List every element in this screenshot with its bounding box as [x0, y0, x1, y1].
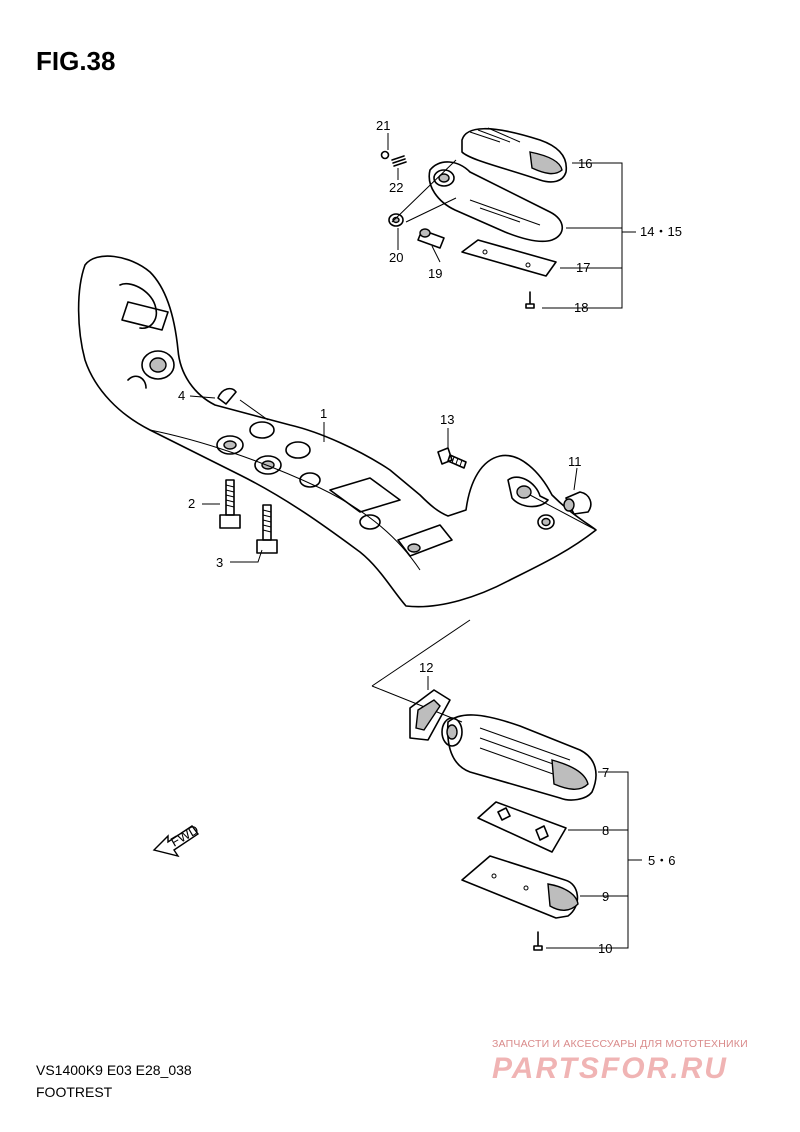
damper-plate-12 [409, 689, 451, 741]
front-footrest-rubber-9 [461, 855, 579, 919]
callout-17: 17 [576, 260, 590, 275]
callout-3: 3 [216, 555, 223, 570]
front-footrest-peg [441, 714, 597, 801]
callout-13: 13 [440, 412, 454, 427]
bracket-14-15 [542, 162, 636, 309]
front-footrest-plate-8 [477, 801, 567, 853]
callout-8: 8 [602, 823, 609, 838]
cotter-pin [217, 387, 237, 405]
callout-5-6: 5・6 [648, 853, 675, 868]
front-footrest-screw-10 [533, 931, 543, 951]
callout-14-15: 14・15 [640, 224, 682, 239]
callout-10: 10 [598, 941, 612, 956]
bolt-2 [219, 479, 241, 529]
rear-footrest-small-parts [380, 150, 445, 249]
watermark-logo: PARTSFOR.RU [492, 1052, 728, 1085]
front-assembly-guide-lines [371, 619, 471, 723]
rear-footrest-bracket [428, 161, 564, 243]
callout-9: 9 [602, 889, 609, 904]
callout-11: 11 [568, 454, 582, 469]
bracket-5-6 [427, 676, 642, 949]
fwd-label: FWD [168, 822, 201, 850]
watermark-tagline: ЗАПЧАСТИ И АКСЕССУАРЫ ДЛЯ МОТОТЕХНИКИ [492, 1038, 748, 1050]
callout-22: 22 [389, 180, 403, 195]
rear-footrest-peg-rubber [461, 127, 568, 183]
callout-19: 19 [428, 266, 442, 281]
leader-lines-upper [189, 133, 578, 563]
section-name: FOOTREST [36, 1084, 113, 1100]
callout-1: 1 [320, 406, 327, 421]
guide-lines-main [239, 399, 597, 531]
rear-footrest-plate [461, 239, 557, 277]
forward-direction-arrow: FWD [152, 822, 201, 858]
main-footrest-bracket [77, 255, 597, 608]
callout-21: 21 [376, 118, 390, 133]
callout-12: 12 [419, 660, 433, 675]
callout-2: 2 [188, 496, 195, 511]
bolt-13 [437, 447, 467, 469]
callout-16: 16 [578, 156, 592, 171]
figure-title: FIG.38 [36, 46, 116, 76]
model-code: VS1400K9 E03 E28_038 [36, 1062, 192, 1078]
cap-nut-11 [563, 491, 592, 515]
callout-7: 7 [602, 765, 609, 780]
bolt-3 [256, 504, 278, 554]
callout-4: 4 [178, 388, 185, 403]
rear-assembly-guide-lines [391, 159, 457, 223]
rear-footrest-screw [525, 291, 535, 309]
callout-18: 18 [574, 300, 588, 315]
callout-20: 20 [389, 250, 403, 265]
